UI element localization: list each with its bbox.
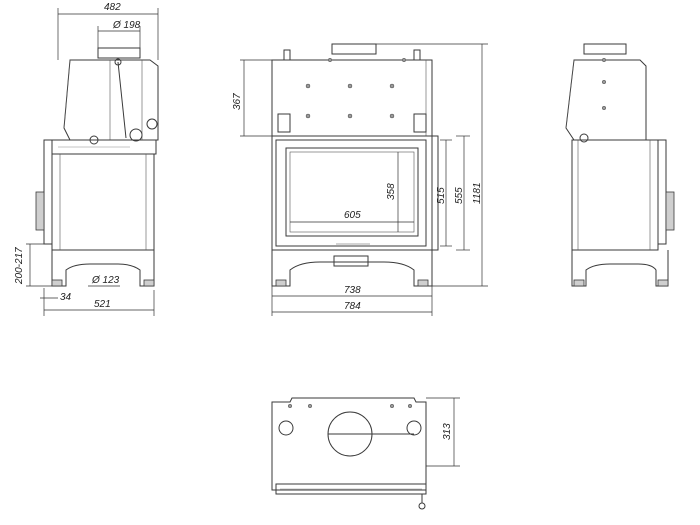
right-side-view <box>565 43 675 287</box>
plan-left-spigot <box>278 420 294 436</box>
dim-top-height: 367 <box>232 93 243 110</box>
right-legs <box>571 250 669 287</box>
side-spigot <box>146 118 158 130</box>
dim-glass-height: 358 <box>386 183 397 200</box>
dim-plan-depth: 313 <box>442 423 453 440</box>
dim-side-bottom-height: 200-217 <box>14 247 25 285</box>
front-legs <box>271 250 433 287</box>
front-view: 367 605 358 515 555 1181 738 784 <box>232 43 488 316</box>
side-top-body <box>63 59 159 141</box>
plan-handle <box>418 502 426 510</box>
side-view: 482 Ø 198 Ø 123 <box>14 2 159 316</box>
front-glass <box>285 147 419 237</box>
side-door-handle <box>35 191 45 231</box>
dim-total-height: 1181 <box>472 182 483 204</box>
plan-right-spigot <box>406 420 422 436</box>
dim-firebox-height: 555 <box>454 187 465 204</box>
side-legs <box>51 250 155 287</box>
front-door-frame <box>271 135 433 251</box>
right-door-handle <box>665 191 675 231</box>
dim-side-offset: 34 <box>60 292 72 303</box>
right-flue-collar <box>583 43 627 55</box>
plan-body <box>271 397 427 491</box>
right-top-body <box>565 59 647 141</box>
side-lower-body <box>51 153 155 251</box>
dim-door-height: 515 <box>436 187 447 204</box>
right-lower-body <box>571 139 659 251</box>
dim-glass-width: 605 <box>344 210 361 221</box>
front-flue-bracket <box>331 43 377 55</box>
dim-total-width: 784 <box>344 301 361 312</box>
flue-collar-side <box>97 47 141 59</box>
dim-flue-diameter-side: Ø 198 <box>112 20 141 31</box>
front-upper-body <box>271 59 433 137</box>
side-door-edge <box>43 139 53 245</box>
plan-door-edge <box>275 483 427 495</box>
dim-air-inlet: Ø 123 <box>91 275 120 286</box>
plan-view: 313 <box>271 397 460 510</box>
dim-base-width: 738 <box>344 285 361 296</box>
dim-side-base: 521 <box>94 299 111 310</box>
dim-side-depth: 482 <box>104 2 121 13</box>
